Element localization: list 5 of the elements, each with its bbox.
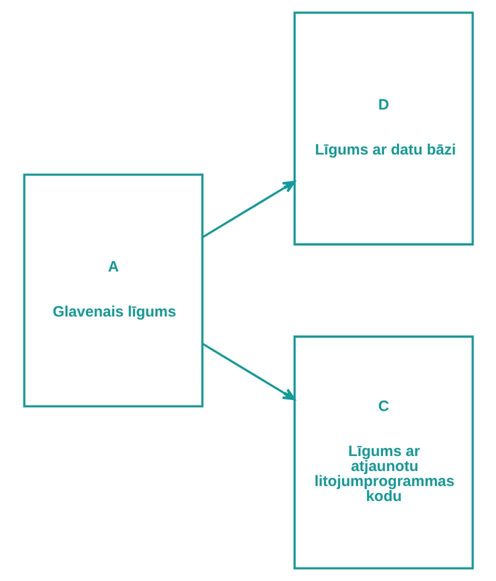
arrow bbox=[202, 342, 295, 400]
node-box: C Līgums ar atjaunotu litojumprogrammas kodu bbox=[293, 336, 474, 570]
node-box: D Līgums ar datu bāzi bbox=[293, 12, 474, 246]
arrow bbox=[202, 180, 295, 238]
node-box: A Glavenais līgums bbox=[22, 174, 203, 408]
